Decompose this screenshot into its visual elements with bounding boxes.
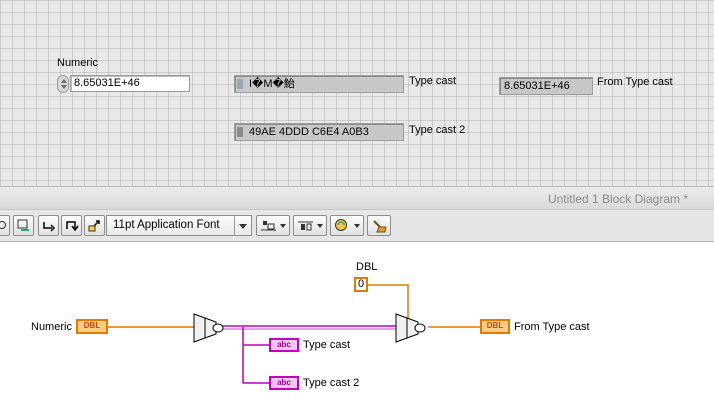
numeric-label: Numeric bbox=[57, 57, 98, 69]
align-icon bbox=[260, 219, 276, 232]
broom-icon bbox=[371, 219, 387, 233]
type-cast-2-indicator: 49AE 4DDD C6E4 A0B3 bbox=[234, 123, 404, 141]
type-cast-2-terminal[interactable]: abc bbox=[269, 376, 299, 390]
clean-up-diagram-button[interactable] bbox=[367, 215, 391, 236]
dbl-type-text-2: DBL bbox=[486, 321, 504, 330]
display-style-icon[interactable] bbox=[237, 79, 243, 89]
retain-wire-values-button[interactable] bbox=[13, 215, 34, 236]
type-cast-node-1[interactable] bbox=[193, 313, 224, 343]
from-type-cast-terminal-label: From Type cast bbox=[514, 321, 590, 333]
type-cast-terminal[interactable]: abc bbox=[269, 338, 299, 352]
step-in-button[interactable] bbox=[61, 215, 82, 236]
wires-layer bbox=[108, 284, 480, 384]
string-type-text: abc bbox=[277, 340, 291, 349]
dbl-constant-label: DBL bbox=[356, 261, 378, 273]
probe-icon bbox=[17, 219, 31, 232]
toolbar: 11pt Application Font bbox=[0, 210, 714, 242]
block-diagram-canvas[interactable]: Numeric DBL DBL 0 abc Type cast abc Type… bbox=[0, 242, 714, 418]
step-over-icon bbox=[42, 219, 56, 232]
step-out-icon bbox=[88, 219, 102, 232]
text-settings-dropdown[interactable]: 11pt Application Font bbox=[106, 215, 252, 236]
type-cast-node-2[interactable] bbox=[395, 313, 426, 343]
distribute-objects-button[interactable] bbox=[293, 215, 327, 236]
block-diagram-title-bar[interactable]: Untitled 1 Block Diagram * bbox=[0, 186, 714, 210]
dbl-constant[interactable]: 0 bbox=[354, 277, 368, 292]
numeric-control[interactable]: 8.65031E+46 bbox=[70, 75, 190, 92]
numeric-terminal-label: Numeric bbox=[31, 321, 72, 333]
font-selector-label: 11pt Application Font bbox=[113, 219, 220, 231]
align-objects-button[interactable] bbox=[256, 215, 290, 236]
string-type-text-2: abc bbox=[277, 378, 291, 387]
hex-display-icon[interactable] bbox=[237, 127, 243, 137]
window-title: Untitled 1 Block Diagram * bbox=[547, 192, 688, 206]
step-in-icon bbox=[65, 219, 79, 232]
type-cast-value: I�M�鮐 bbox=[249, 78, 295, 90]
step-over-button[interactable] bbox=[38, 215, 59, 236]
type-cast-indicator: I�M�鮐 bbox=[234, 75, 404, 93]
numeric-increment-stepper[interactable] bbox=[57, 75, 69, 93]
dbl-type-text: DBL bbox=[83, 321, 101, 330]
type-cast-label: Type cast bbox=[409, 75, 457, 87]
step-icon bbox=[0, 219, 12, 232]
distribute-icon bbox=[297, 219, 313, 232]
type-cast-2-label: Type cast 2 bbox=[409, 124, 466, 136]
type-cast-2-value: 49AE 4DDD C6E4 A0B3 bbox=[249, 126, 369, 138]
chevron-down-icon bbox=[234, 216, 251, 235]
step-into-button[interactable] bbox=[0, 215, 10, 236]
numeric-terminal[interactable]: DBL bbox=[76, 319, 108, 334]
front-panel: Numeric 8.65031E+46 I�M�鮐 Type cast 8.65… bbox=[0, 0, 714, 186]
type-cast-terminal-label: Type cast bbox=[303, 339, 351, 351]
from-type-cast-indicator: 8.65031E+46 bbox=[499, 77, 593, 95]
reorder-icon bbox=[334, 219, 348, 232]
from-type-cast-terminal[interactable]: DBL bbox=[480, 319, 510, 334]
step-out-button[interactable] bbox=[84, 215, 105, 236]
dbl-constant-wire[interactable] bbox=[368, 284, 409, 322]
from-type-cast-label: From Type cast bbox=[597, 76, 673, 88]
reorder-button[interactable] bbox=[330, 215, 364, 236]
type-cast-2-terminal-label: Type cast 2 bbox=[303, 377, 360, 389]
